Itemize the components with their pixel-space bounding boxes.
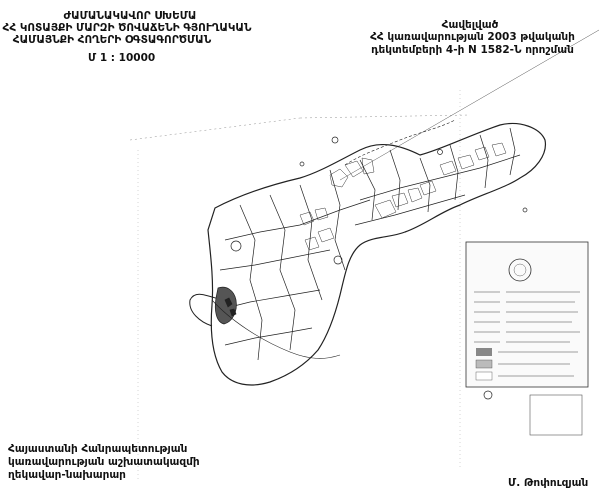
parcel-line — [359, 154, 521, 201]
parcel-line — [509, 127, 516, 176]
parcel-line — [359, 159, 376, 221]
stamp-box — [529, 394, 583, 436]
parcel-line — [299, 184, 323, 301]
parcel-line — [419, 157, 431, 213]
map-title-line2: ՀՀ ԿՈՏԱՅՔԻ ՄԱՐԶԻ ԾՈՎԱՃԵՆԻ ԳՅՈՒՂԱԿԱՆ — [2, 22, 252, 34]
building-cluster — [299, 207, 335, 251]
signatory-name: Մ. Թոփուզյան — [508, 477, 589, 489]
parcel-line — [449, 144, 459, 201]
appendix-line2: ՀՀ կառավարության 2003 թվականի — [370, 31, 575, 43]
map-title-line3: ՀԱՄԱՅՆՔԻ ՀՈՂԵՐԻ ՕԳՏԱԳՈՐԾՄԱՆ — [12, 34, 212, 46]
legend-panel — [465, 241, 589, 388]
parcel-line — [219, 249, 331, 271]
map-title-line1: ԺԱՄԱՆԱԿԱՎՈՐ ՍԽԵՄԱ — [63, 10, 197, 22]
map-marker — [522, 207, 528, 213]
parcel-line — [329, 169, 346, 271]
parcel-line — [269, 194, 296, 351]
map-scale: Մ 1 : 10000 — [88, 52, 156, 64]
legend-seal — [508, 258, 532, 282]
parcel-line — [224, 199, 371, 241]
legend-swatch — [475, 371, 493, 381]
building-cluster — [374, 180, 437, 219]
parcel-line — [389, 149, 401, 211]
parcel-line — [354, 194, 466, 226]
grid-line — [129, 117, 301, 141]
map-marker — [437, 149, 443, 155]
building-cluster — [439, 142, 507, 176]
appendix-line3: դեկտեմբերի 4-ի N 1582-Ն որոշման — [371, 44, 574, 56]
building-cluster — [329, 157, 375, 188]
stream-line — [211, 299, 341, 359]
signatory-title-line3: ղեկավար-նախարար — [8, 469, 126, 481]
signatory-title-line1: Հայաստանի Հանրապետության — [8, 443, 188, 455]
parcel-line — [239, 204, 263, 361]
map-marker — [333, 255, 343, 265]
map-marker — [299, 161, 305, 167]
grid-line — [299, 114, 471, 119]
dense-area — [214, 286, 237, 325]
parcel-line — [479, 134, 489, 189]
map-marker — [230, 240, 242, 252]
dense-area-mark — [224, 297, 237, 317]
grid-line — [339, 29, 599, 181]
legend-swatch — [475, 359, 493, 369]
parcel-line — [224, 327, 313, 346]
legend-swatch — [476, 348, 492, 356]
appendix-title: Հավելված — [441, 19, 499, 31]
community-boundary — [207, 122, 547, 386]
map-marker — [331, 136, 339, 144]
signatory-title-line2: կառավարության աշխատակազմի — [8, 456, 200, 468]
legend-seal-inner — [513, 263, 527, 277]
road-line — [344, 119, 456, 166]
map-marker — [483, 390, 493, 400]
boundary-spur — [189, 293, 223, 327]
